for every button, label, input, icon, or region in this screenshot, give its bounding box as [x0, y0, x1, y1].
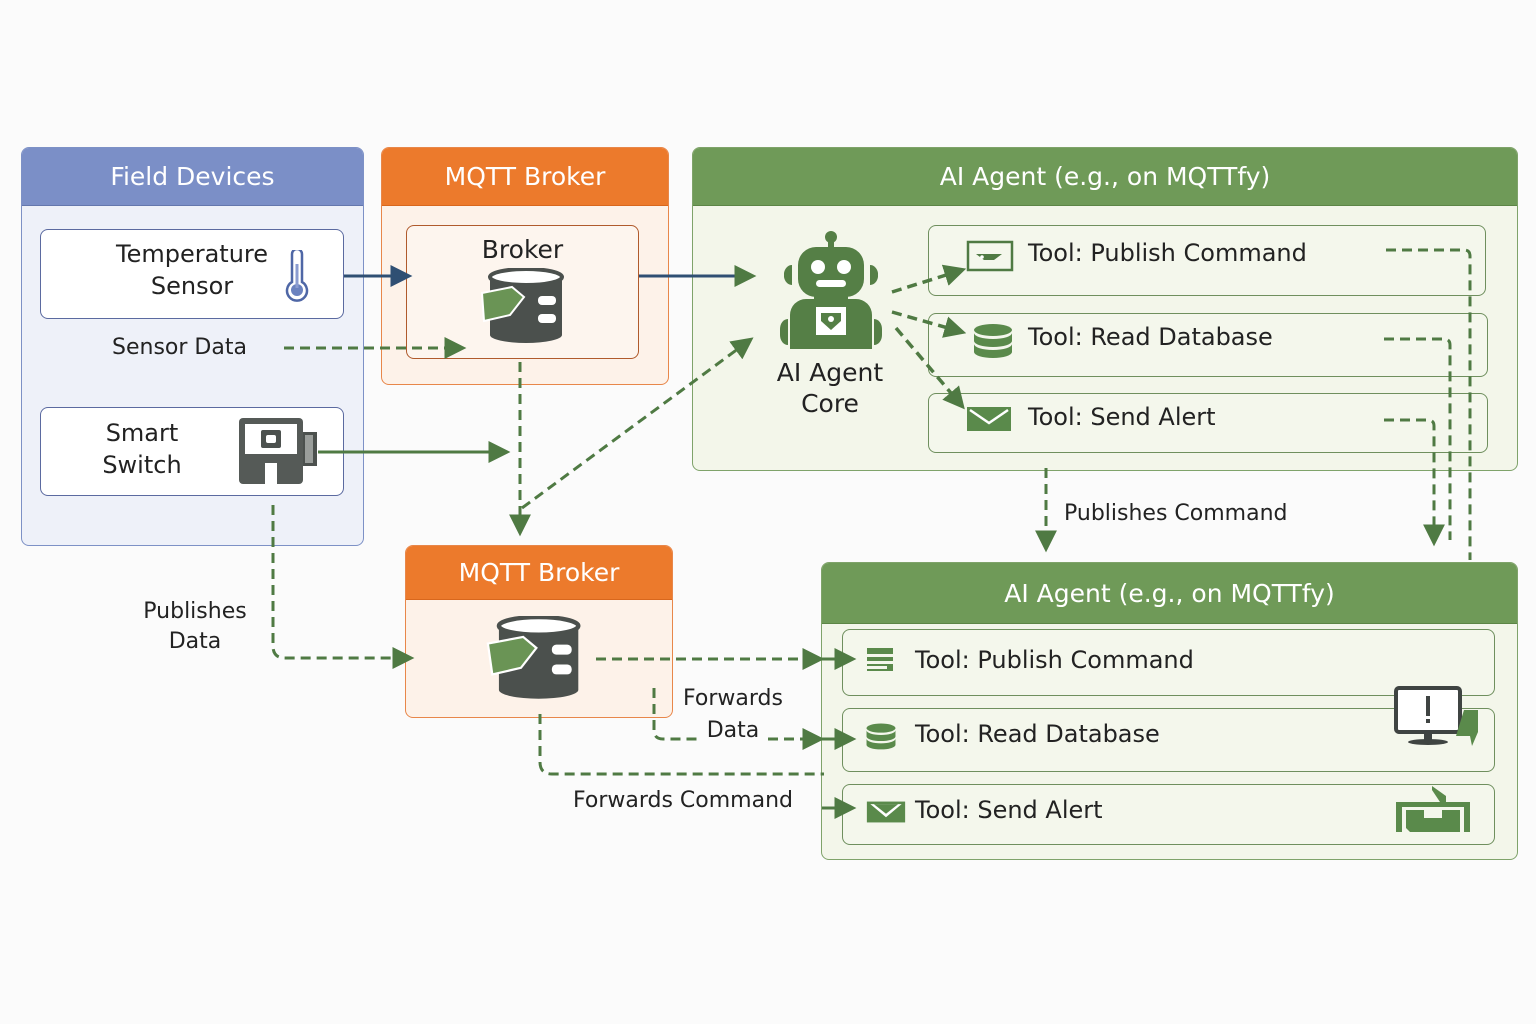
envelope-icon — [866, 801, 906, 823]
sensor-data-label: Sensor Data — [112, 335, 247, 360]
broker-server-icon — [480, 268, 564, 343]
thermometer-icon — [285, 250, 309, 302]
ai-agent-core-label: AI Agent Core — [776, 358, 884, 418]
bottom-tool-read-database[interactable] — [842, 708, 1495, 772]
database-icon — [974, 324, 1012, 358]
switch-device-icon — [239, 418, 317, 484]
top-tool-send-alert-label: Tool: Send Alert — [1028, 403, 1216, 431]
publish-command-icon — [966, 240, 1014, 272]
temperature-sensor-label: Temperature Sensor — [115, 240, 269, 300]
bottom-tool-publish-command[interactable] — [842, 629, 1495, 696]
ai-agent-top-title: AI Agent (e.g., on MQTTfy) — [693, 148, 1517, 206]
bottom-tool-send-alert[interactable] — [842, 784, 1495, 845]
bottom-tool-read-database-label: Tool: Read Database — [915, 720, 1160, 748]
temperature-sensor-card[interactable] — [40, 229, 344, 319]
monitor-alert-icon — [1394, 686, 1478, 746]
database-icon — [866, 723, 896, 750]
publishes-command-label: Publishes Command — [1064, 501, 1288, 526]
mqtt-broker-bottom-title: MQTT Broker — [406, 546, 672, 600]
top-tool-publish-command-label: Tool: Publish Command — [1028, 239, 1307, 267]
forwards-data-label: Forwards Data — [683, 686, 783, 743]
field-devices-title: Field Devices — [22, 148, 363, 206]
mqtt-broker-top-title: MQTT Broker — [382, 148, 668, 206]
bottom-tool-publish-command-label: Tool: Publish Command — [915, 646, 1194, 674]
forwards-command-label: Forwards Command — [573, 788, 793, 813]
envelope-icon — [967, 407, 1011, 431]
smart-switch-label: Smart Switch — [102, 419, 182, 479]
top-tool-read-database-label: Tool: Read Database — [1028, 323, 1273, 351]
ai-agent-bottom-title: AI Agent (e.g., on MQTTfy) — [822, 563, 1517, 624]
broker-server-icon — [486, 616, 581, 699]
bottom-tool-send-alert-label: Tool: Send Alert — [915, 796, 1103, 824]
publishes-data-label: Publishes Data — [143, 599, 247, 654]
publish-command-icon — [867, 648, 893, 671]
robot-icon — [780, 231, 882, 349]
inbox-icon — [1396, 786, 1470, 832]
broker-inner-label: Broker — [481, 235, 564, 264]
